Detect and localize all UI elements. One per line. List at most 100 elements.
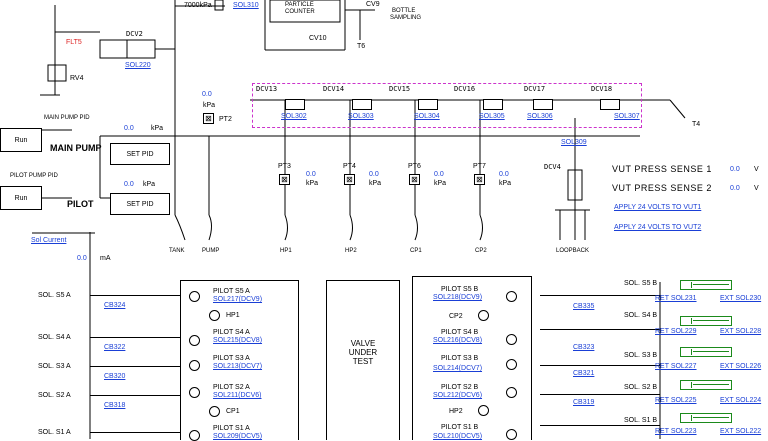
dcv-label: DCV14 (323, 85, 345, 93)
wire (540, 425, 660, 426)
sol-link[interactable]: SOL303 (348, 113, 374, 120)
pt-unit: kPa (306, 180, 319, 187)
pilot-s3b-indicator[interactable] (506, 359, 517, 370)
sol220-link[interactable]: SOL220 (125, 62, 151, 69)
pilot-sub: HP2 (449, 408, 463, 415)
pilot-sol-link[interactable]: SOL210(DCV5) (433, 433, 483, 440)
vut-sense1-label: VUT PRESS SENSE 1 (612, 164, 712, 174)
pressure-sensor-icon: ⊠ (409, 174, 420, 185)
ret-sol-link[interactable]: RET SOL227 (655, 363, 697, 370)
dcv-16[interactable]: DCV16 SOL305 (453, 85, 513, 123)
cp1-indicator[interactable] (209, 406, 220, 417)
pilot-s4b-indicator[interactable] (506, 334, 517, 345)
pt4-group: PT4 ⊠ 0.0 kPa (343, 160, 393, 190)
sol-current-value: 0.0 (77, 255, 87, 262)
cb-link[interactable]: CB323 (573, 344, 595, 351)
pilot-s4a-indicator[interactable] (189, 335, 200, 346)
pilot-sol-link[interactable]: SOL214(DCV7) (433, 365, 483, 372)
cb-link[interactable]: CB322 (104, 344, 126, 351)
cb-link[interactable]: CB318 (104, 402, 126, 409)
sol-row-s5a: SOL. S5 A CB324 (0, 288, 180, 312)
pilot-pump-label: PILOT (67, 199, 94, 209)
dcv-14[interactable]: DCV14 SOL303 (322, 85, 382, 123)
pilot-sol-link[interactable]: SOL218(DCV9) (433, 294, 483, 301)
pressure-sensor-icon: ⊠ (474, 174, 485, 185)
wire (540, 329, 660, 330)
pilot-sub: HP1 (226, 312, 240, 319)
pilot-sol-link[interactable]: SOL213(DCV7) (213, 363, 263, 370)
dcv-label: DCV16 (454, 85, 476, 93)
dcv2-label: DCV2 (126, 30, 143, 38)
ext-sol-link[interactable]: EXT SOL228 (720, 328, 762, 335)
hp1-indicator[interactable] (209, 310, 220, 321)
pt-unit: kPa (369, 180, 382, 187)
t4-label: T4 (692, 121, 701, 128)
pilot-sol-link[interactable]: SOL216(DCV8) (433, 337, 483, 344)
sol-row-s3a: SOL. S3 A CB320 (0, 359, 180, 383)
dcv-13[interactable]: DCV13 SOL302 (255, 85, 315, 123)
sol-current-link[interactable]: Sol Current (31, 237, 67, 244)
pilot-s5b-indicator[interactable] (506, 291, 517, 302)
sol-label: SOL. S3 B (624, 352, 658, 359)
pilot-s2a-indicator[interactable] (189, 387, 200, 398)
main-pump-pid-title: MAIN PUMP PID (44, 115, 90, 121)
pilot-pump-run-button[interactable]: Run (0, 186, 42, 210)
port-tank: TANK (169, 248, 185, 254)
pilot-sol-link[interactable]: SOL212(DCV6) (433, 392, 483, 399)
sol-label: SOL. S4 A (38, 334, 71, 341)
dcv-label: DCV13 (256, 85, 278, 93)
cp2-indicator[interactable] (478, 310, 489, 321)
ext-sol-link[interactable]: EXT SOL222 (720, 428, 762, 435)
pilot-s2b-indicator[interactable] (506, 387, 517, 398)
sol-link[interactable]: SOL306 (527, 113, 553, 120)
pilot-s5a-indicator[interactable] (189, 291, 200, 302)
bottle-label-2: SAMPLING (390, 15, 422, 21)
sol-link[interactable]: SOL305 (479, 113, 505, 120)
ext-sol-link[interactable]: EXT SOL224 (720, 397, 762, 404)
main-pump-set-pid-button[interactable]: SET PID (110, 143, 170, 165)
dcv-15[interactable]: DCV15 SOL304 (388, 85, 448, 123)
ext-sol-link[interactable]: EXT SOL226 (720, 363, 762, 370)
sol-label: SOL. S1 B (624, 417, 658, 424)
t6-label: T6 (357, 43, 366, 50)
pilot-title: PILOT S4 A (213, 329, 250, 336)
pt3-group: PT3 ⊠ 0.0 kPa (278, 160, 328, 190)
port-hp1: HP1 (280, 248, 292, 254)
sol-row-s2b: CB319 SOL. S2 B RET SOL225 EXT SOL224 (540, 380, 768, 412)
cb-link[interactable]: CB319 (573, 399, 595, 406)
cb-link[interactable]: CB320 (104, 373, 126, 380)
pressure-sensor-icon: ⊠ (344, 174, 355, 185)
cb-link[interactable]: CB324 (104, 302, 126, 309)
sol-link[interactable]: SOL304 (414, 113, 440, 120)
sol-current-unit: mA (100, 255, 111, 262)
hp2-indicator[interactable] (478, 405, 489, 416)
main-pump-run-button[interactable]: Run (0, 128, 42, 152)
cb-link[interactable]: CB335 (573, 303, 595, 310)
pilot-sol-link[interactable]: SOL215(DCV8) (213, 337, 263, 344)
sol310-link[interactable]: SOL310 (233, 2, 259, 9)
pilot-s3a-indicator[interactable] (189, 360, 200, 371)
ext-sol-link[interactable]: EXT SOL230 (720, 295, 762, 302)
pilot-title: PILOT S1 A (213, 425, 250, 432)
sol-link[interactable]: SOL307 (614, 113, 640, 120)
dcv-18[interactable]: DCV18 SOL307 (590, 85, 650, 123)
pilot-sol-link[interactable]: SOL217(DCV9) (213, 296, 263, 303)
pilot-sol-link[interactable]: SOL209(DCV5) (213, 433, 263, 440)
cb-link[interactable]: CB321 (573, 370, 595, 377)
pilot-b-panel: PILOT S5 B SOL218(DCV9) CP2 PILOT S4 B S… (412, 276, 532, 440)
pt-label: PT7 (473, 163, 486, 170)
pilot-s1a-indicator[interactable] (189, 430, 200, 441)
dcv-17[interactable]: DCV17 SOL306 (523, 85, 583, 123)
ret-sol-link[interactable]: RET SOL223 (655, 428, 697, 435)
ret-sol-link[interactable]: RET SOL225 (655, 397, 697, 404)
bottle-label-1: BOTTLE (392, 8, 416, 14)
sol309-link[interactable]: SOL309 (561, 139, 587, 146)
pilot-sol-link[interactable]: SOL211(DCV6) (213, 392, 262, 399)
apply-24v-vut2-link[interactable]: APPLY 24 VOLTS TO VUT2 (614, 224, 702, 231)
pilot-pump-set-pid-button[interactable]: SET PID (110, 193, 170, 215)
ret-sol-link[interactable]: RET SOL229 (655, 328, 697, 335)
sol-link[interactable]: SOL302 (281, 113, 307, 120)
pilot-s1b-indicator[interactable] (506, 429, 517, 440)
apply-24v-vut1-link[interactable]: APPLY 24 VOLTS TO VUT1 (614, 204, 702, 211)
ret-sol-link[interactable]: RET SOL231 (655, 295, 697, 302)
